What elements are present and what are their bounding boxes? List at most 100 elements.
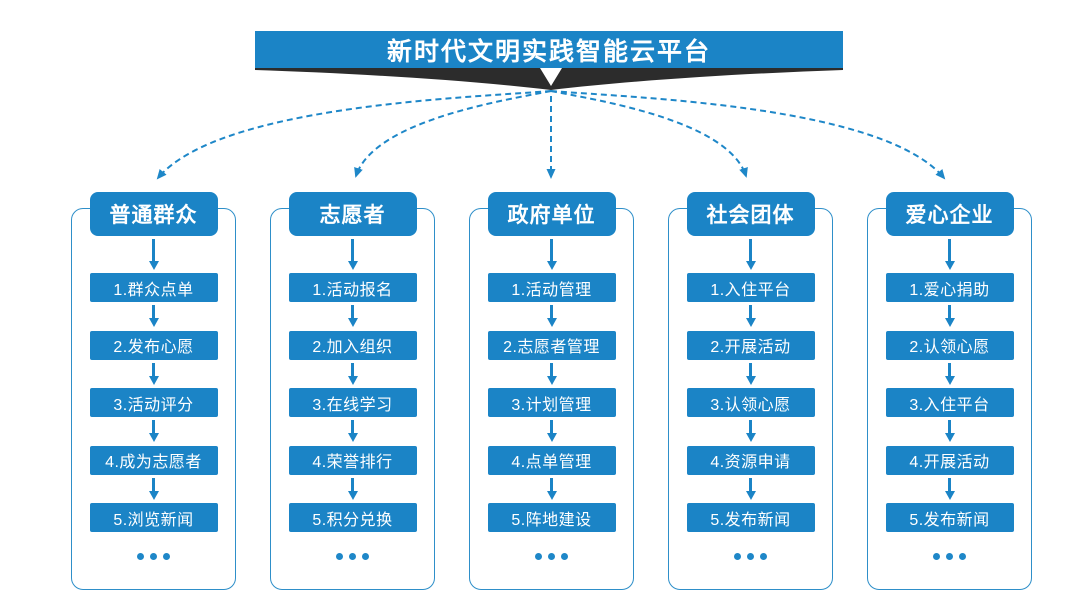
- step-box: 2.认领心愿: [885, 330, 1014, 360]
- ellipsis-icon: [270, 553, 435, 560]
- column-header: 普通群众: [89, 192, 218, 236]
- arrow-line: [749, 420, 752, 434]
- ellipsis-icon: [867, 553, 1032, 560]
- arrow-head: [148, 318, 159, 328]
- arrow-line: [152, 477, 155, 491]
- step-box: 2.发布心愿: [89, 330, 218, 360]
- step-box: 1.活动报名: [288, 273, 417, 302]
- step-box: 5.积分兑换: [288, 503, 417, 532]
- arrow-head: [347, 490, 358, 500]
- column-steps: 1.爱心捐助 2.认领心愿 3.入住平台 4.开展活动 5.发布新闻: [867, 273, 1032, 532]
- arrow-line: [948, 362, 951, 376]
- step-label: 2.认领心愿: [909, 339, 990, 356]
- down-arrow-icon: [867, 236, 1032, 273]
- step-box: 3.认领心愿: [686, 388, 815, 417]
- down-arrow-icon: [867, 302, 1032, 331]
- ellipsis-icon: [71, 553, 236, 560]
- arrow-head: [944, 375, 955, 385]
- arrow-line: [152, 362, 155, 376]
- down-arrow-icon: [270, 475, 435, 504]
- arrow-head: [745, 318, 756, 328]
- step-label: 3.认领心愿: [710, 396, 791, 414]
- step-box: 4.开展活动: [885, 445, 1014, 475]
- platform-title-banner: 新时代文明实践智能云平台: [255, 31, 843, 68]
- column-header-label: 志愿者: [319, 204, 386, 227]
- step-label: 3.在线学习: [312, 396, 393, 414]
- arrow-head: [745, 261, 756, 270]
- connector-to-column-2: [354, 90, 552, 178]
- step-label: 1.入住平台: [710, 281, 791, 299]
- step-box: 4.点单管理: [487, 445, 616, 475]
- step-box: 5.阵地建设: [487, 503, 616, 532]
- down-arrow-icon: [469, 417, 634, 446]
- arrow-head: [347, 433, 358, 443]
- arrow-line: [351, 362, 354, 376]
- step-label: 4.开展活动: [909, 454, 990, 471]
- arrow-head: [944, 261, 955, 270]
- arrow-head: [745, 490, 756, 500]
- step-label: 2.志愿者管理: [503, 339, 600, 356]
- arrow-line: [948, 477, 951, 491]
- banner-down-arrow-icon: [540, 68, 562, 86]
- down-arrow-icon: [668, 417, 833, 446]
- down-arrow-icon: [71, 236, 236, 273]
- down-arrow-icon: [270, 360, 435, 389]
- step-box: 5.发布新闻: [885, 503, 1014, 532]
- arrow-head: [944, 318, 955, 328]
- step-box: 3.入住平台: [885, 388, 1014, 417]
- step-label: 1.爱心捐助: [909, 281, 990, 299]
- arrow-line: [948, 239, 951, 261]
- step-box: 1.群众点单: [89, 273, 218, 302]
- column-header: 志愿者: [288, 192, 417, 236]
- step-label: 4.点单管理: [511, 454, 592, 471]
- step-label: 5.浏览新闻: [113, 511, 194, 529]
- step-box: 3.活动评分: [89, 388, 218, 417]
- step-label: 5.阵地建设: [511, 511, 592, 529]
- arrow-head: [546, 375, 557, 385]
- down-arrow-icon: [469, 302, 634, 331]
- arrow-head: [546, 261, 557, 270]
- step-box: 5.发布新闻: [686, 503, 815, 532]
- down-arrow-icon: [270, 417, 435, 446]
- arrow-line: [948, 305, 951, 319]
- step-box: 3.在线学习: [288, 388, 417, 417]
- step-box: 5.浏览新闻: [89, 503, 218, 532]
- down-arrow-icon: [71, 360, 236, 389]
- arrow-line: [550, 420, 553, 434]
- arrow-head: [148, 490, 159, 500]
- role-column: 普通群众 1.群众点单 2.发布心愿 3.活动评分 4.成为志愿者 5.浏览新闻: [71, 185, 236, 590]
- step-box: 3.计划管理: [487, 388, 616, 417]
- down-arrow-icon: [668, 475, 833, 504]
- arrow-line: [550, 305, 553, 319]
- step-label: 5.发布新闻: [710, 511, 791, 529]
- arrow-line: [948, 420, 951, 434]
- down-arrow-icon: [270, 302, 435, 331]
- down-arrow-icon: [668, 360, 833, 389]
- connector-to-column-4: [550, 90, 748, 178]
- step-label: 5.积分兑换: [312, 511, 393, 529]
- step-box: 1.入住平台: [686, 273, 815, 302]
- ellipsis-icon: [668, 553, 833, 560]
- platform-title: 新时代文明实践智能云平台: [386, 37, 711, 66]
- down-arrow-icon: [469, 360, 634, 389]
- arrow-line: [749, 305, 752, 319]
- arrow-head: [347, 375, 358, 385]
- down-arrow-icon: [270, 236, 435, 273]
- arrow-head: [148, 433, 159, 443]
- arrow-head: [148, 261, 159, 270]
- down-arrow-icon: [867, 417, 1032, 446]
- arrow-line: [351, 239, 354, 261]
- step-box: 4.成为志愿者: [89, 445, 218, 475]
- step-box: 4.荣誉排行: [288, 445, 417, 475]
- down-arrow-icon: [71, 302, 236, 331]
- step-label: 2.开展活动: [710, 339, 791, 356]
- step-box: 1.爱心捐助: [885, 273, 1014, 302]
- arrow-line: [749, 239, 752, 261]
- arrow-head: [347, 318, 358, 328]
